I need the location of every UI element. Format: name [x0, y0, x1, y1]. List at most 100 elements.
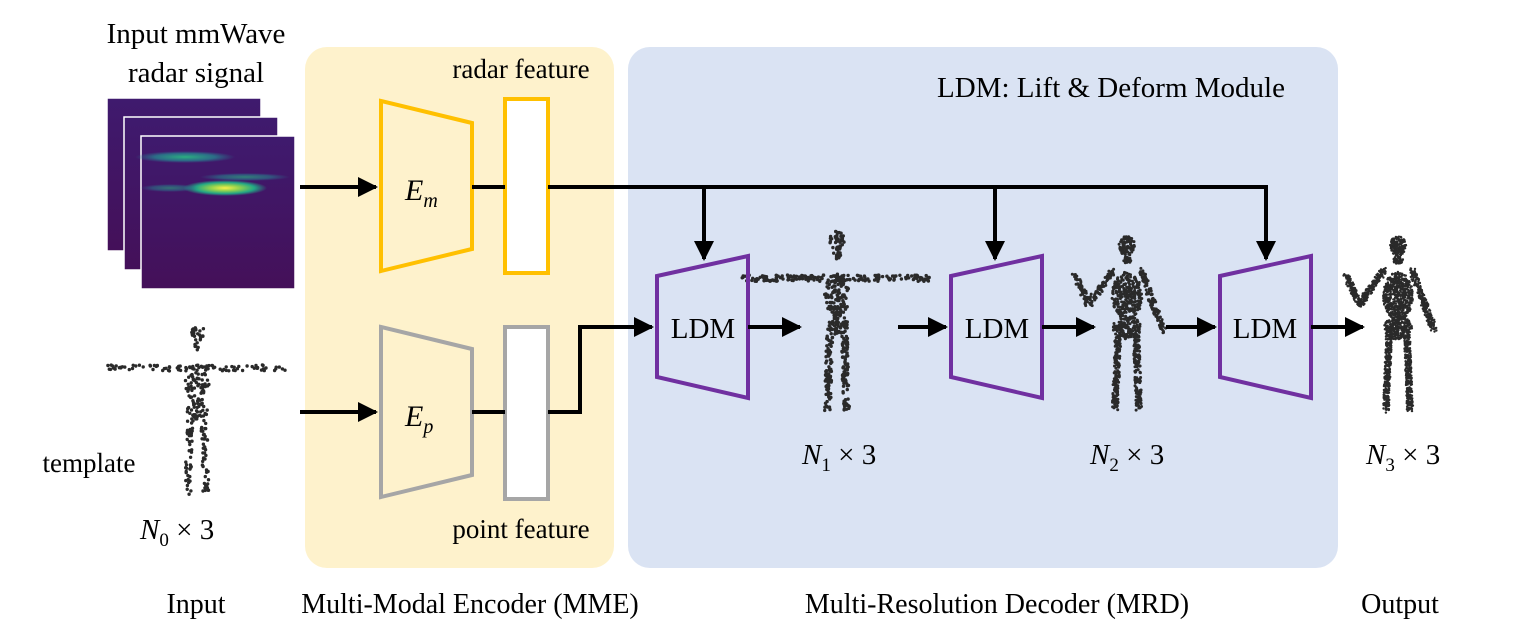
point: [1383, 267, 1386, 271]
point: [1397, 237, 1400, 241]
point: [1409, 359, 1413, 362]
point: [1134, 360, 1138, 364]
point: [1116, 286, 1120, 290]
point: [832, 315, 837, 320]
point: [1406, 324, 1409, 328]
point: [1406, 409, 1409, 413]
point: [1159, 324, 1163, 327]
point: [1155, 315, 1159, 319]
point: [1435, 329, 1438, 332]
point: [826, 327, 830, 331]
point: [833, 280, 838, 284]
point: [202, 481, 207, 486]
point: [185, 419, 190, 423]
point: [1406, 342, 1409, 346]
point: [826, 347, 830, 351]
point: [1410, 396, 1413, 400]
point: [1116, 297, 1119, 301]
point: [1133, 285, 1137, 289]
point: [1086, 295, 1090, 299]
point: [880, 274, 885, 279]
point: [1399, 260, 1402, 263]
point: [186, 407, 190, 411]
point: [190, 372, 194, 377]
point: [1134, 395, 1138, 399]
point: [922, 278, 926, 282]
point: [824, 373, 828, 378]
point: [751, 276, 755, 280]
point: [161, 368, 165, 373]
point: [1139, 376, 1143, 379]
point: [1140, 405, 1143, 408]
encoder-caption: Multi-Modal Encoder (MME): [301, 589, 639, 620]
point: [195, 341, 199, 345]
point: [1073, 275, 1077, 279]
point: [769, 278, 773, 283]
point: [188, 411, 192, 415]
point: [888, 277, 893, 281]
point: [1153, 298, 1157, 302]
point: [1405, 328, 1408, 331]
point: [1387, 401, 1391, 404]
point: [1388, 371, 1392, 374]
point: [1372, 283, 1376, 286]
point: [1350, 283, 1353, 286]
point: [1397, 306, 1401, 310]
point: [753, 279, 757, 283]
point: [1121, 240, 1125, 244]
point: [1391, 313, 1394, 316]
point: [1400, 321, 1404, 324]
point: [194, 371, 198, 375]
point: [826, 295, 830, 299]
point: [1399, 235, 1403, 239]
point: [1387, 357, 1390, 360]
point: [829, 344, 833, 348]
point: [1408, 366, 1411, 370]
point: [1132, 296, 1136, 300]
point: [194, 344, 198, 349]
point: [1120, 295, 1124, 299]
point: [844, 372, 848, 376]
point: [1382, 276, 1385, 279]
point: [1433, 318, 1436, 321]
point: [205, 365, 209, 369]
point: [1111, 292, 1115, 296]
point: [1112, 398, 1116, 402]
point: [1400, 306, 1404, 310]
point: [1401, 325, 1405, 329]
point: [1401, 316, 1404, 319]
point: [1401, 282, 1405, 285]
point: [1432, 322, 1435, 325]
point: [1367, 292, 1370, 295]
point: [184, 369, 188, 373]
point: [193, 413, 197, 417]
point: [1398, 327, 1401, 330]
point: [1124, 276, 1128, 280]
point: [1421, 301, 1424, 304]
point: [1404, 335, 1407, 338]
point: [926, 276, 931, 280]
point: [1394, 308, 1397, 311]
point: [837, 231, 841, 235]
point: [1139, 266, 1143, 270]
point: [1404, 274, 1408, 277]
point: [1395, 272, 1398, 275]
point: [205, 408, 209, 412]
point: [1420, 288, 1424, 292]
point: [1427, 312, 1430, 315]
point: [843, 326, 847, 330]
point: [1394, 318, 1397, 322]
point: [1409, 327, 1412, 330]
point: [1394, 304, 1397, 307]
point: [277, 365, 281, 369]
point: [826, 379, 830, 384]
point: [203, 382, 207, 386]
point: [1120, 333, 1124, 337]
point: [845, 352, 849, 356]
point: [1115, 336, 1119, 340]
point: [1118, 339, 1122, 343]
point: [1117, 242, 1121, 246]
point: [114, 364, 118, 368]
point: [187, 375, 191, 379]
point: [844, 334, 849, 339]
